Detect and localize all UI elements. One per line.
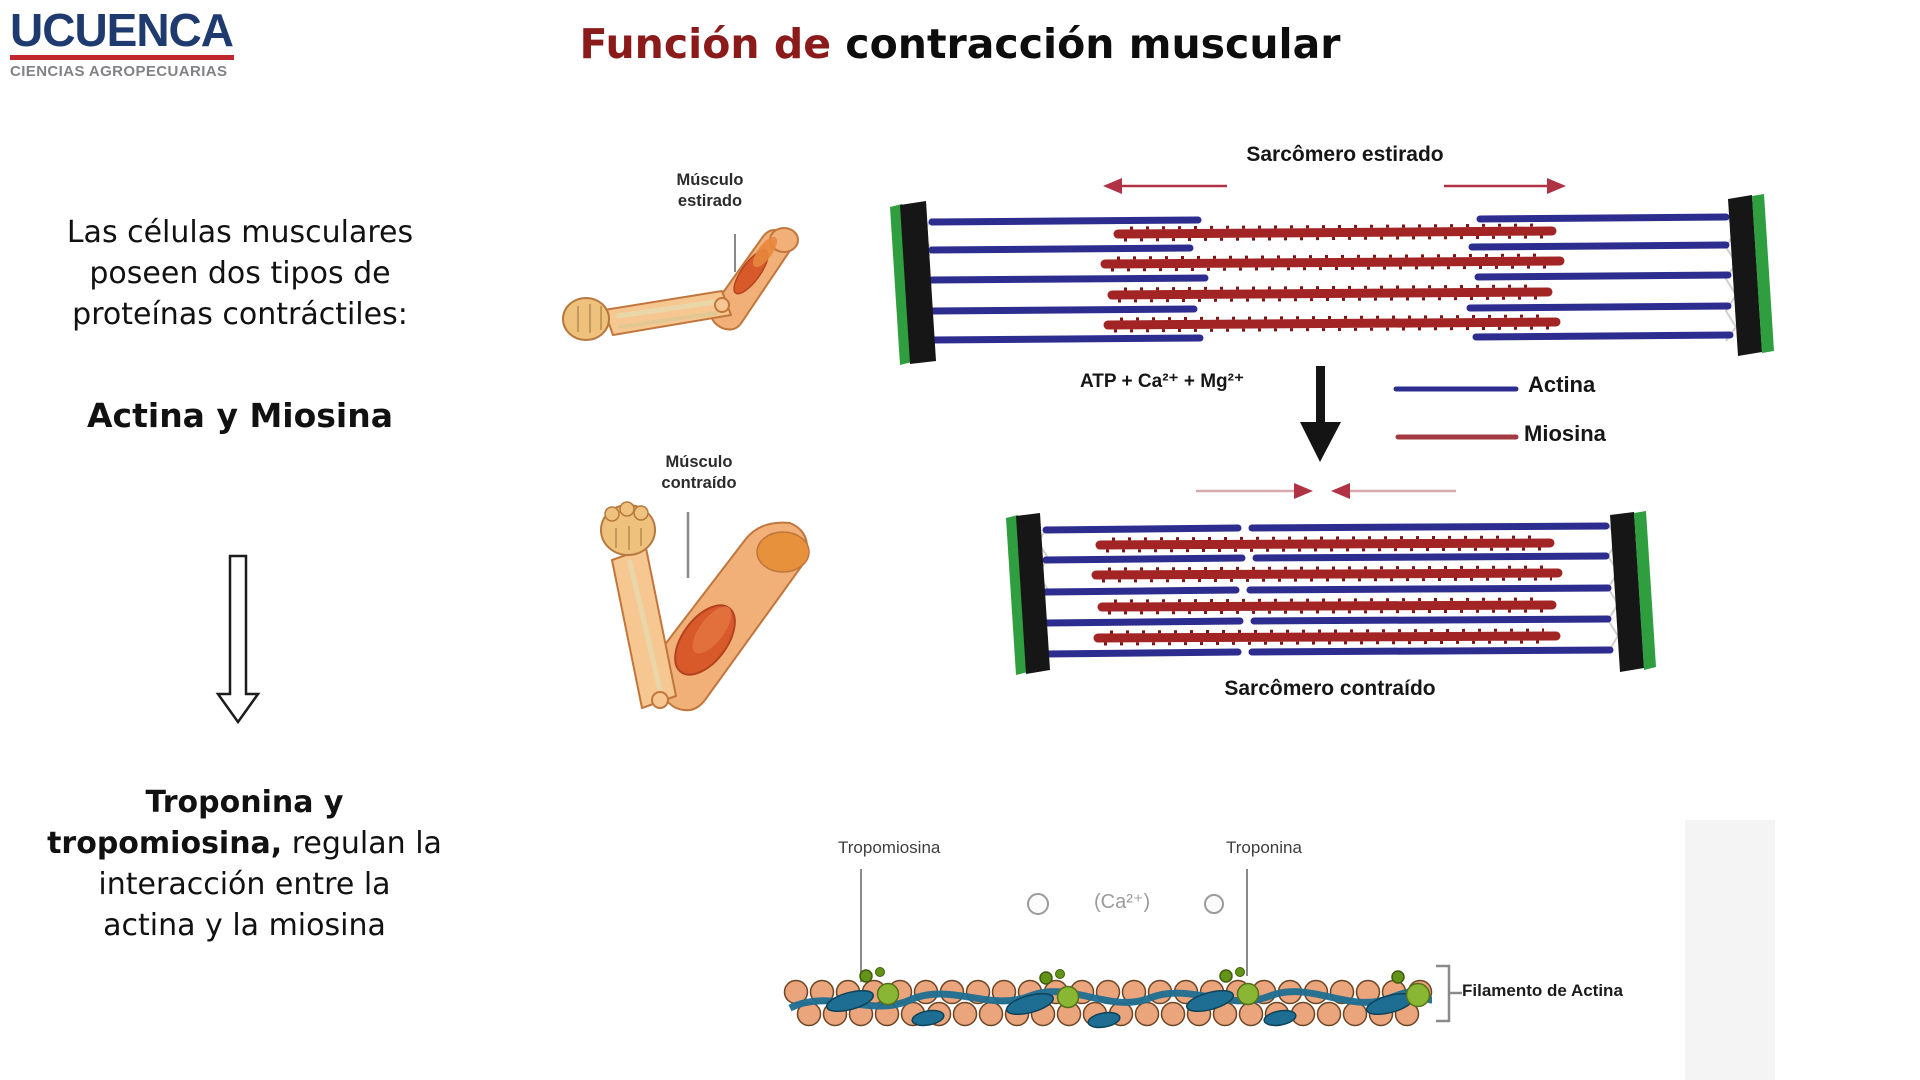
muscle-arms-illustration xyxy=(562,227,810,712)
calcium-ion-icon xyxy=(1027,893,1049,915)
reaction-label: ATP + Ca²⁺ + Mg²⁺ xyxy=(1080,371,1244,392)
result-line3: interacción entre la xyxy=(98,867,391,902)
contracted-sarcomere-diagram xyxy=(1006,511,1656,675)
converging-arrows xyxy=(1196,483,1456,499)
stretched-arm-illustration xyxy=(562,227,799,341)
calcium-ion-icon xyxy=(1204,894,1224,914)
proteins-heading: Actina y Miosina xyxy=(87,396,393,435)
troponin-complexes xyxy=(859,967,1431,1009)
filamento-actina-label: Filamento de Actina xyxy=(1462,981,1623,1000)
z-discs-stretched xyxy=(890,194,1774,365)
legend-swatches xyxy=(1393,386,1519,440)
converge-right-arrow-icon xyxy=(1294,483,1313,499)
result-line2-bold: tropomiosina, xyxy=(47,826,283,861)
contracted-sarcomere-title: Sarcômero contraído xyxy=(1224,677,1436,700)
tropomyosin-complexes xyxy=(825,989,1415,1029)
result-paragraph: Troponina y tropomiosina, regulan la int… xyxy=(22,782,467,946)
troponina-label: Troponina xyxy=(1226,838,1302,857)
filament-bracket xyxy=(1436,964,1462,1023)
logo-subtitle: CIENCIAS AGROPECUARIAS xyxy=(10,63,228,80)
logo-red-divider xyxy=(10,55,234,60)
image-edge-strip xyxy=(1685,820,1775,1080)
result-line4: actina y la miosina xyxy=(103,908,386,943)
sarcomere-diagrams xyxy=(890,178,1774,675)
page-title-highlight: Función de xyxy=(579,20,846,68)
result-line1: Troponina y xyxy=(145,785,344,820)
diverge-left-arrow-icon xyxy=(1103,178,1122,194)
legend-actina-label: Actina xyxy=(1528,372,1596,397)
myosin-filaments-stretched xyxy=(1100,223,1565,333)
stretched-muscle-label: Músculo estirado xyxy=(676,171,744,210)
z-discs-contracted xyxy=(1006,511,1656,675)
down-arrow-icon xyxy=(215,554,261,725)
actin-filaments-stretched xyxy=(928,213,1734,344)
contracted-muscle-label: Músculo contraído xyxy=(661,453,737,492)
university-logo: UCUENCA CIENCIAS AGROPECUARIAS xyxy=(10,6,234,80)
calcium-label: (Ca²⁺) xyxy=(1094,891,1151,913)
result-line2-rest: regulan la xyxy=(282,826,442,861)
actin-filaments-contracted xyxy=(1042,522,1614,658)
page-title-rest: contracción muscular xyxy=(845,20,1341,68)
stretched-sarcomere-diagram xyxy=(890,178,1774,365)
actin-filament-diagram xyxy=(783,869,1462,1029)
tropomiosina-label: Tropomiosina xyxy=(838,838,941,857)
stretched-sarcomere-title: Sarcômero estirado xyxy=(1246,143,1444,166)
legend-miosina-label: Miosina xyxy=(1524,421,1606,446)
intro-paragraph: Las células musculares poseen dos tipos … xyxy=(66,215,414,332)
contracted-arm-illustration xyxy=(600,501,810,712)
converge-left-arrow-icon xyxy=(1331,483,1350,499)
myosin-filaments-contracted xyxy=(1091,535,1563,646)
reaction-down-arrow-icon xyxy=(1300,366,1341,462)
diverge-right-arrow-icon xyxy=(1547,178,1566,194)
page-title: Función de contracción muscular xyxy=(460,20,1460,68)
logo-brand-text: UCUENCA xyxy=(10,4,234,56)
